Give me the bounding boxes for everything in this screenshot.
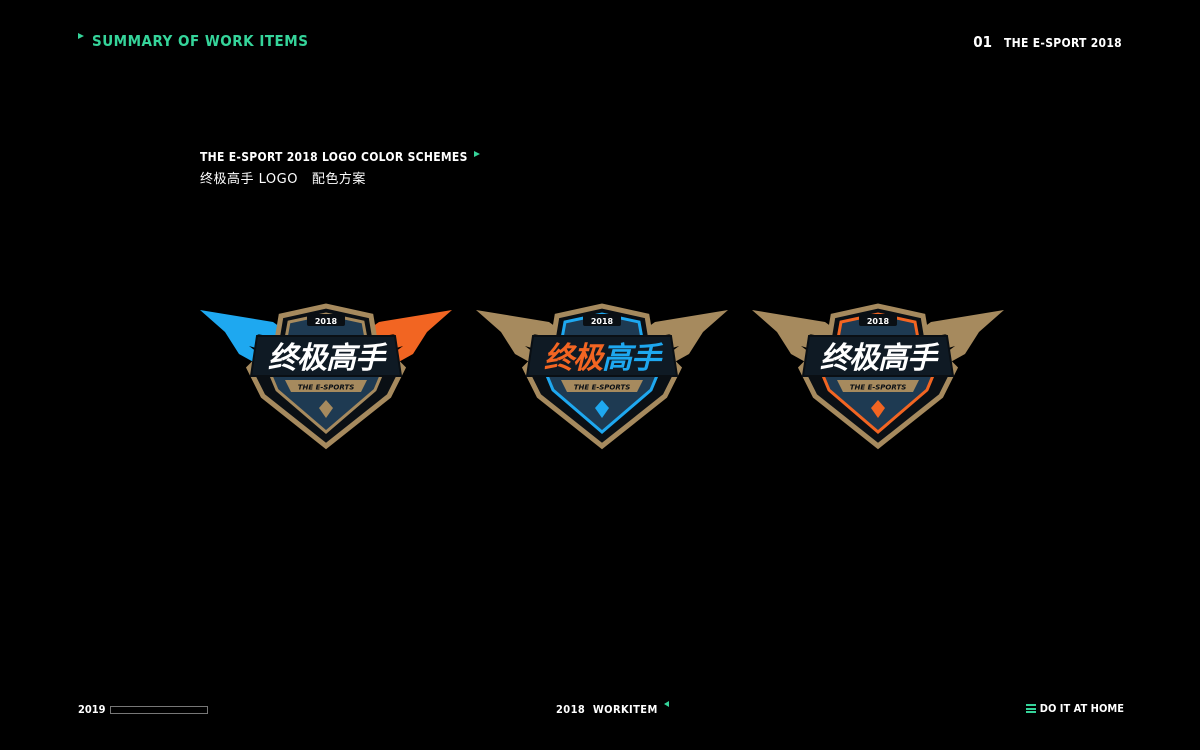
tagline-ribbon — [837, 380, 919, 392]
logo-variant-1: 2018 终极高手 THE E-SPORTS — [195, 300, 457, 450]
year-plate — [307, 314, 345, 326]
name-banner — [525, 335, 679, 377]
triangle-right-icon — [78, 33, 84, 39]
year-plate — [859, 314, 897, 326]
badge-tagline: THE E-SPORTS — [574, 384, 631, 392]
header-title: SUMMARY OF WORK ITEMS — [92, 32, 309, 50]
footer-tagline: DO IT AT HOME — [1039, 702, 1124, 715]
section-title: THE E-SPORT 2018 LOGO COLOR SCHEMES — [200, 150, 468, 164]
footer-workitem: 2018 WORKITEM — [556, 703, 658, 716]
logo-variant-3: 2018 终极高手 THE E-SPORTS — [747, 300, 1009, 450]
name-banner — [801, 335, 955, 377]
header-left: SUMMARY OF WORK ITEMS — [78, 32, 308, 50]
logo-row: 2018 终极高手 THE E-SPORTS 2018 终极高手 THE E-SPORT… — [195, 300, 1010, 450]
progress-bar — [109, 705, 208, 714]
page-subtitle: THE E-SPORT 2018 — [1004, 36, 1122, 50]
footer-year: 2019 — [78, 703, 106, 716]
gem-icon — [595, 400, 609, 418]
logo-variant-2: 2018 终极高手 THE E-SPORTS — [471, 300, 733, 450]
page-number: 01 — [973, 33, 992, 51]
badge-tagline: THE E-SPORTS — [298, 384, 355, 392]
name-banner — [249, 335, 403, 377]
section-subtitle: 终极高手 LOGO 配色方案 — [200, 172, 366, 187]
triangle-left-icon — [663, 701, 669, 707]
section-heading: THE E-SPORT 2018 LOGO COLOR SCHEMES 终极高手… — [200, 150, 480, 187]
gem-icon — [319, 400, 333, 418]
gem-icon — [871, 400, 885, 418]
badge-title: 终极高手 — [820, 341, 940, 376]
esports-badge-logo: 2018 终极高手 THE E-SPORTS — [200, 303, 452, 450]
tagline-ribbon — [561, 380, 643, 392]
esports-badge-logo: 2018 终极高手 THE E-SPORTS — [752, 303, 1004, 450]
header-right: 01 THE E-SPORT 2018 — [973, 33, 1122, 51]
footer-left: 2019 — [78, 703, 208, 716]
triangle-right-icon — [473, 151, 480, 157]
badge-title: 终极高手 — [544, 341, 664, 376]
badge-year: 2018 — [315, 317, 338, 326]
footer-right[interactable]: DO IT AT HOME — [1025, 702, 1124, 715]
year-plate — [583, 314, 621, 326]
esports-badge-logo: 2018 终极高手 THE E-SPORTS — [476, 303, 728, 450]
badge-year: 2018 — [867, 317, 890, 326]
badge-tagline: THE E-SPORTS — [850, 384, 907, 392]
menu-icon[interactable] — [1025, 704, 1036, 713]
badge-title: 终极高手 — [268, 341, 388, 376]
footer-center: 2018 WORKITEM — [556, 701, 669, 716]
tagline-ribbon — [285, 380, 367, 392]
badge-year: 2018 — [591, 317, 614, 326]
